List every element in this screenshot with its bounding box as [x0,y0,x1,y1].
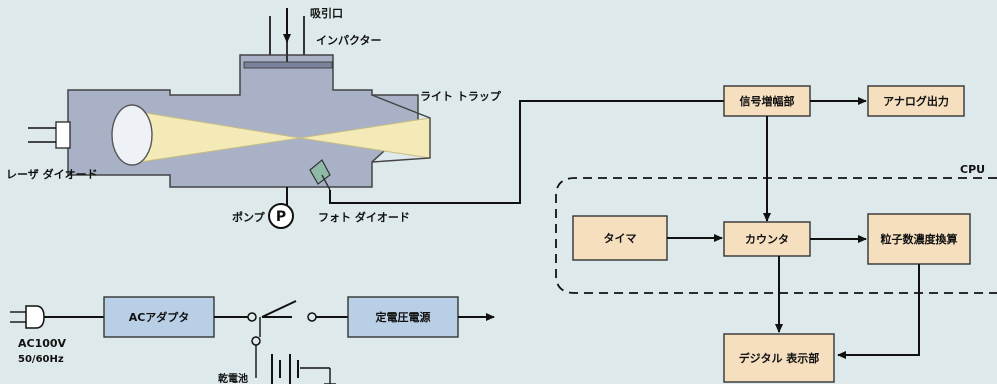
light-trap-label: ライト トラップ [420,89,502,103]
analog-output-label: アナログ出力 [883,94,949,108]
ac-input-label: AC100V [18,337,67,350]
impactor-plate [243,61,333,69]
display-block: デジタル 表示部 [723,333,835,383]
ac-adapter-label: ACアダプタ [129,310,190,324]
cpu-label: CPU [960,163,985,176]
display-label: デジタル 表示部 [739,351,820,365]
ac-freq-label: 50/60Hz [18,354,64,365]
converter-label: 粒子数濃度換算 [881,232,958,246]
analog-output-block: アナログ出力 [867,85,965,117]
inlet-label: 吸引口 [310,6,343,20]
counter-block: カウンタ [723,221,811,257]
pump-label: ポンプ [232,210,266,224]
signal-amp-block: 信号増幅部 [723,85,811,117]
pump-symbol: P [276,209,286,225]
sensor-chamber: P [28,8,431,229]
photodiode-label: フォト ダイオード [318,210,410,224]
power-switch-icon [247,300,317,346]
laser-diode-body [55,121,71,149]
timer-block: タイマ [572,215,668,261]
battery-icon [255,345,336,384]
converter-block: 粒子数濃度換算 [867,213,971,265]
plug-icon [10,305,45,329]
timer-label: タイマ [604,232,637,245]
ac-adapter-block: ACアダプタ [103,296,215,338]
regulator-label: 定電圧電源 [376,310,431,324]
counter-label: カウンタ [745,233,789,246]
lens [111,104,153,166]
pump-icon [268,203,294,229]
laser-diode-label: レーザ ダイオード [6,167,98,181]
photodiode-icon [309,159,331,191]
signal-amp-label: 信号増幅部 [740,94,795,108]
impactor-label: インパクター [316,34,382,47]
regulator-block: 定電圧電源 [347,296,459,338]
inlet-tube [269,16,305,55]
signal-wire [329,100,724,204]
battery-label: 乾電池 [218,372,248,384]
